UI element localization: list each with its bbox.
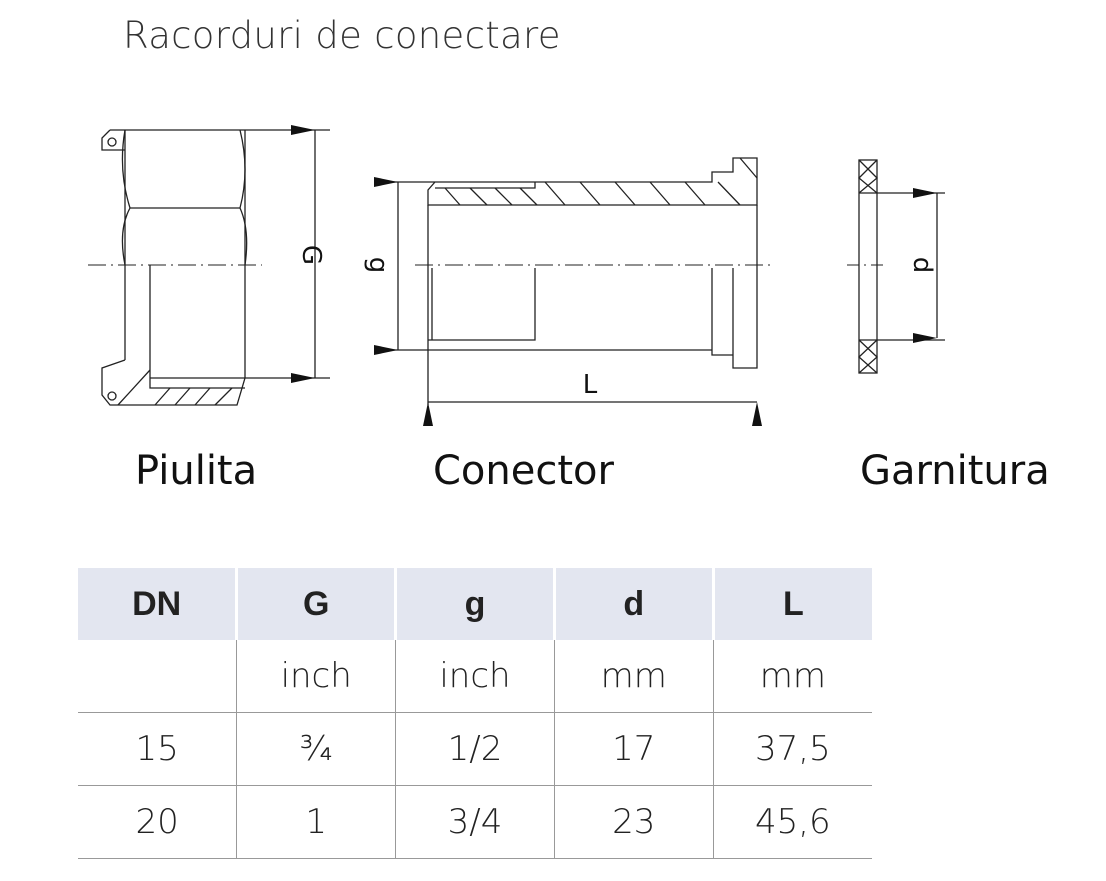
dimensions-table: DN G g d L inch inch mm mm 15 ¾ 1/2 17 3… (78, 568, 872, 859)
table-cell: 23 (553, 785, 714, 859)
table-cell: 1/2 (395, 712, 555, 786)
dim-G-label: G (296, 245, 326, 265)
unit-cell (78, 640, 237, 713)
nut-drawing (88, 125, 330, 406)
unit-cell: inch (395, 640, 555, 713)
dim-d-label: d (907, 257, 937, 274)
table-header-row: DN G g d L (78, 568, 872, 640)
header-g: g (394, 568, 555, 640)
gasket-drawing (847, 159, 945, 374)
table-row: 15 ¾ 1/2 17 37,5 (78, 712, 872, 786)
table-cell: ¾ (236, 712, 396, 786)
technical-drawings: G g L d (88, 125, 945, 426)
piulita-label: Piulita (135, 448, 258, 494)
table-cell: 15 (78, 712, 237, 786)
unit-cell: inch (236, 640, 396, 713)
dim-L-label: L (583, 370, 598, 400)
connector-drawing (374, 157, 772, 426)
table-cell: 20 (78, 785, 237, 859)
unit-cell: mm (553, 640, 714, 713)
header-G: G (235, 568, 396, 640)
table-cell: 17 (553, 712, 714, 786)
conector-label: Conector (433, 448, 614, 494)
garnitura-label: Garnitura (860, 448, 1050, 494)
table-cell: 37,5 (712, 712, 872, 786)
header-dn: DN (78, 568, 237, 640)
table-cell: 45,6 (712, 785, 872, 859)
table-cell: 1 (236, 785, 396, 859)
units-row: inch inch mm mm (78, 640, 872, 713)
page-title: Racorduri de conectare (123, 14, 561, 57)
table-cell: 3/4 (395, 785, 555, 859)
dim-g-label: g (363, 257, 393, 274)
header-d: d (552, 568, 714, 640)
header-L: L (711, 568, 872, 640)
table-row: 20 1 3/4 23 45,6 (78, 785, 872, 859)
unit-cell: mm (712, 640, 872, 713)
